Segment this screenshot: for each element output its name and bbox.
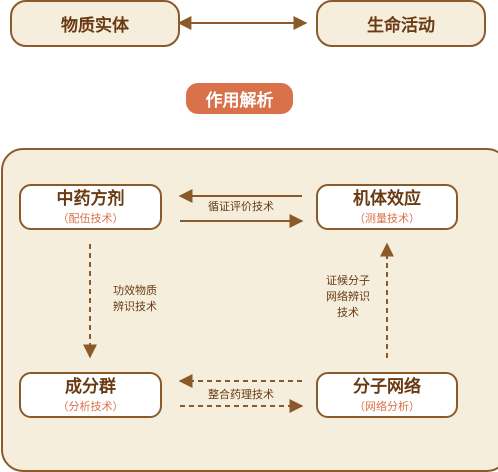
- node-title: 中药方剂: [56, 188, 125, 209]
- edge-label-line: 证候分子: [326, 274, 370, 287]
- node-tcm-formula: 中药方剂 （配伍技术）: [19, 184, 162, 230]
- node-title: 分子网络: [353, 376, 421, 397]
- edge-label-integrate: 整合药理技术: [208, 388, 274, 401]
- node-subtitle: （网络分析）: [354, 399, 420, 413]
- edge-label-line: 辨识技术: [113, 300, 157, 313]
- edge-label-line: 技术: [337, 306, 359, 319]
- node-subtitle: （分析技术）: [57, 399, 124, 413]
- node-title: 成分群: [65, 376, 116, 397]
- edge-label-syndrome: 证候分子 网络辨识 技术: [316, 273, 380, 321]
- node-subtitle: （测量技术）: [354, 211, 420, 225]
- material-entity-box: 物质实体: [10, 0, 180, 47]
- edge-label-line: 网络辨识: [326, 290, 370, 303]
- node-component-group: 成分群 （分析技术）: [19, 372, 162, 418]
- node-subtitle: （配伍技术）: [57, 211, 124, 225]
- edge-label-evidence: 循证评价技术: [208, 200, 274, 213]
- edge-label-material: 功效物质 辨识技术: [100, 283, 170, 315]
- section-label: 作用解析: [186, 83, 293, 114]
- node-body-effect: 机体效应 （测量技术）: [316, 184, 458, 230]
- node-molecular-network: 分子网络 （网络分析）: [316, 372, 458, 418]
- edge-label-line: 功效物质: [113, 284, 157, 297]
- node-title: 机体效应: [353, 188, 421, 209]
- life-activity-box: 生命活动: [316, 0, 486, 47]
- arrows-layer: [83, 16, 394, 413]
